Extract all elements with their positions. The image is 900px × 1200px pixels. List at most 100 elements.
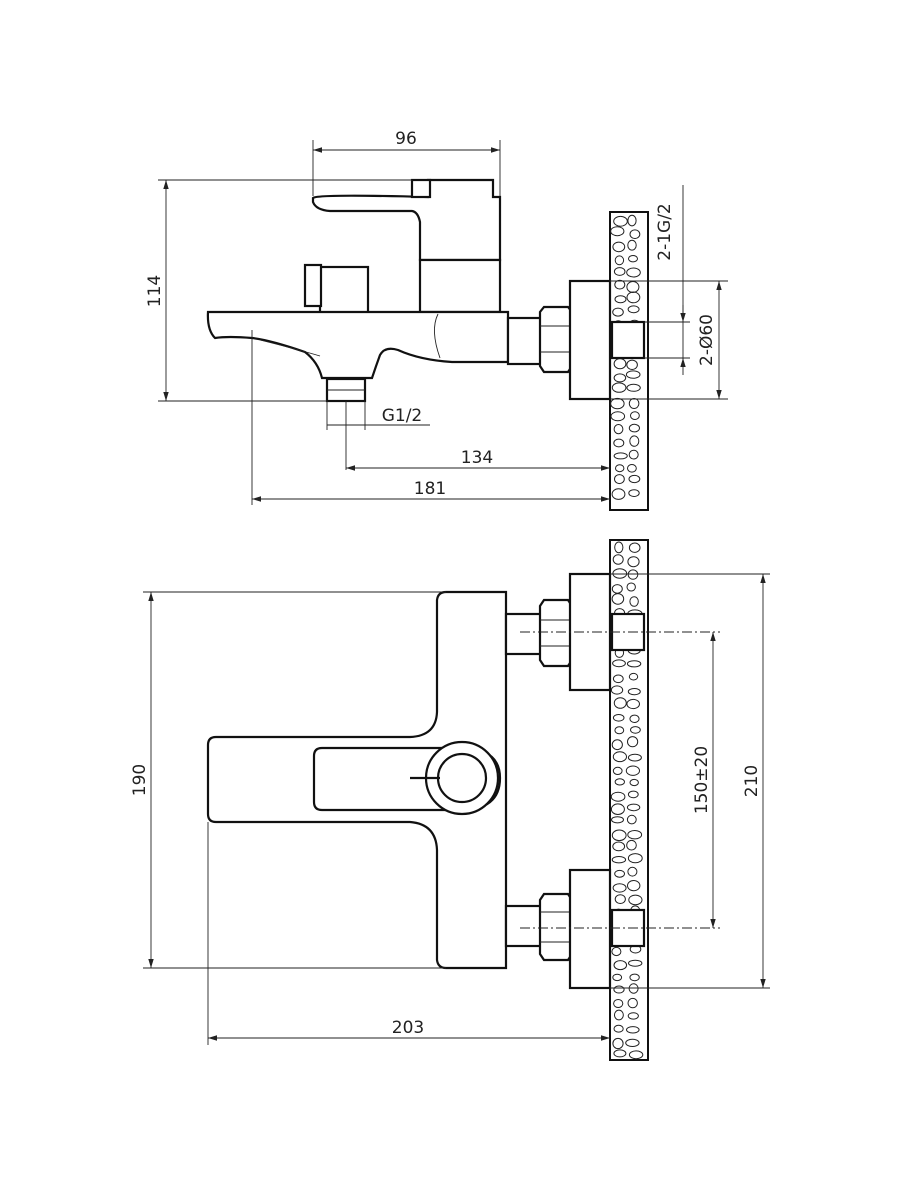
wall-stone bbox=[614, 279, 626, 290]
wall-stone bbox=[628, 474, 641, 484]
wall-stone bbox=[628, 672, 639, 681]
wall-stone bbox=[625, 370, 641, 379]
wall-stone bbox=[612, 714, 625, 722]
dim-depth-181: 181 bbox=[251, 330, 610, 505]
spout bbox=[206, 310, 510, 380]
wall-stone bbox=[613, 452, 628, 460]
dim-label: 2-Ø60 bbox=[697, 314, 717, 366]
wall-stone bbox=[625, 765, 641, 776]
wall-stone bbox=[614, 255, 625, 266]
dim-label: 134 bbox=[461, 448, 493, 468]
dim-label: 203 bbox=[392, 1018, 424, 1038]
wall-stone bbox=[626, 291, 641, 304]
wall-stone bbox=[612, 1037, 624, 1050]
wall-stone bbox=[627, 239, 637, 251]
wall-stone bbox=[614, 894, 626, 904]
wall-stone bbox=[628, 449, 639, 460]
wall-stone bbox=[612, 554, 624, 565]
wall-stone bbox=[610, 791, 626, 802]
wall-stone bbox=[628, 894, 643, 906]
wall-stone bbox=[629, 229, 641, 239]
wall-stone bbox=[627, 866, 638, 877]
wall-stone bbox=[612, 841, 626, 852]
wall-stone bbox=[611, 946, 622, 957]
wall-stone bbox=[615, 464, 625, 473]
wall-stone bbox=[626, 814, 637, 825]
wall-stone bbox=[627, 688, 641, 696]
wall-stone bbox=[630, 726, 641, 734]
wall-stone bbox=[610, 685, 624, 695]
wall-stone bbox=[629, 778, 639, 787]
wall-stone bbox=[614, 541, 624, 554]
wall-stone bbox=[628, 959, 643, 967]
wall-stone bbox=[629, 714, 640, 723]
wall-stone bbox=[612, 674, 624, 684]
wall-stone bbox=[628, 398, 640, 409]
wall-stone bbox=[628, 1050, 644, 1060]
faucet-body bbox=[418, 258, 502, 314]
wall-stone bbox=[610, 803, 625, 816]
dim-depth-134: 134 bbox=[346, 448, 610, 471]
wall-stone bbox=[627, 997, 638, 1009]
wall-stone bbox=[627, 790, 639, 799]
side-view: 96 114 2-1G/2 2-Ø60 bbox=[145, 129, 728, 511]
dim-width-203: 203 bbox=[207, 822, 610, 1045]
wall-stone bbox=[613, 1024, 624, 1033]
wall-stone bbox=[613, 373, 627, 383]
wall-stone bbox=[614, 778, 625, 786]
wall-stone bbox=[611, 816, 624, 824]
wall-stone bbox=[626, 698, 641, 710]
eccentric-fitting bbox=[610, 320, 646, 360]
dim-inlet-thread: 2-1G/2 bbox=[644, 185, 690, 375]
wall-stone bbox=[627, 464, 637, 473]
wall-stone bbox=[613, 999, 624, 1008]
wall-stone bbox=[613, 215, 628, 227]
wall-stone bbox=[626, 1026, 640, 1034]
wall-stone bbox=[612, 241, 626, 253]
wall-stone bbox=[613, 697, 627, 709]
wall-stone bbox=[627, 305, 640, 314]
wall-stone bbox=[612, 568, 628, 579]
wall-stone bbox=[610, 411, 626, 422]
wall-stone bbox=[628, 423, 641, 433]
wall-stone-texture bbox=[610, 214, 641, 500]
wall-stone bbox=[613, 424, 624, 435]
wall-stone bbox=[610, 397, 625, 410]
dim-flange: 2-Ø60 bbox=[610, 280, 728, 400]
hex-nut bbox=[538, 305, 574, 374]
wall-stone bbox=[626, 582, 636, 592]
wall-stone bbox=[611, 593, 625, 605]
wall-stone bbox=[612, 883, 627, 893]
wall-stone bbox=[613, 267, 626, 276]
inlet-pipe bbox=[506, 316, 546, 366]
wall-stone bbox=[625, 1038, 640, 1048]
wall-stone bbox=[627, 1012, 639, 1020]
dim-height-190: 190 bbox=[130, 591, 446, 969]
wall-stone bbox=[628, 255, 638, 263]
wall-stone bbox=[613, 985, 625, 994]
wall-stone bbox=[627, 569, 639, 580]
wall-stone bbox=[628, 983, 639, 994]
diverter-knob bbox=[318, 265, 370, 315]
dim-label: 96 bbox=[395, 129, 417, 149]
wall-stone bbox=[626, 839, 637, 851]
wall-stone bbox=[626, 660, 642, 668]
wall-flange bbox=[568, 279, 612, 401]
wall-stone bbox=[630, 411, 640, 421]
wall-stone bbox=[626, 267, 641, 278]
wall-stone bbox=[614, 1009, 624, 1021]
wall-stone bbox=[612, 659, 626, 668]
wall-stone bbox=[611, 739, 623, 751]
wall-stone bbox=[626, 803, 641, 812]
dim-label: 181 bbox=[414, 479, 446, 499]
wall-stone bbox=[629, 973, 640, 982]
wall-stone bbox=[612, 973, 623, 982]
wall-stone bbox=[611, 856, 627, 864]
dim-center-distance: 150±20 bbox=[692, 632, 716, 928]
front-view: 190 150±20 210 203 bbox=[130, 539, 770, 1061]
wall-stone bbox=[613, 960, 628, 971]
wall-stone bbox=[612, 751, 628, 763]
handle-cap bbox=[410, 178, 432, 199]
dim-outlet-thread: G1/2 bbox=[326, 401, 430, 470]
